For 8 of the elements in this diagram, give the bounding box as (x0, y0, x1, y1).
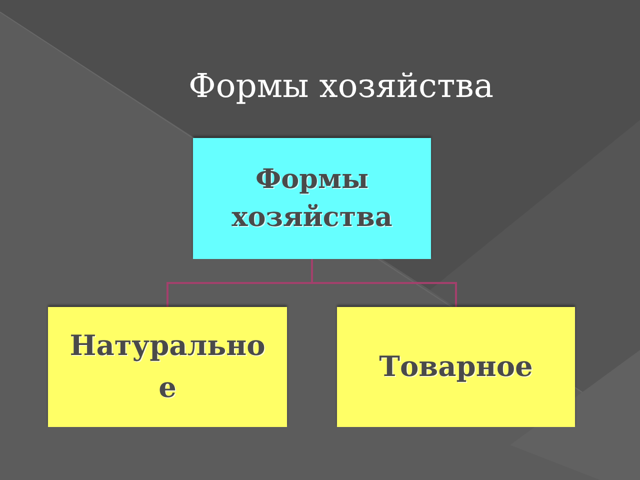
box-label: Формы хозяйства (230, 162, 394, 234)
process-box (48, 307, 287, 427)
box-label: Натуральное (68, 328, 266, 406)
process-box (193, 138, 431, 259)
box-label: Товарное (379, 349, 533, 385)
connector-line (311, 259, 457, 307)
process-box (337, 307, 575, 427)
slide-title: Формы хозяйства (187, 65, 495, 107)
